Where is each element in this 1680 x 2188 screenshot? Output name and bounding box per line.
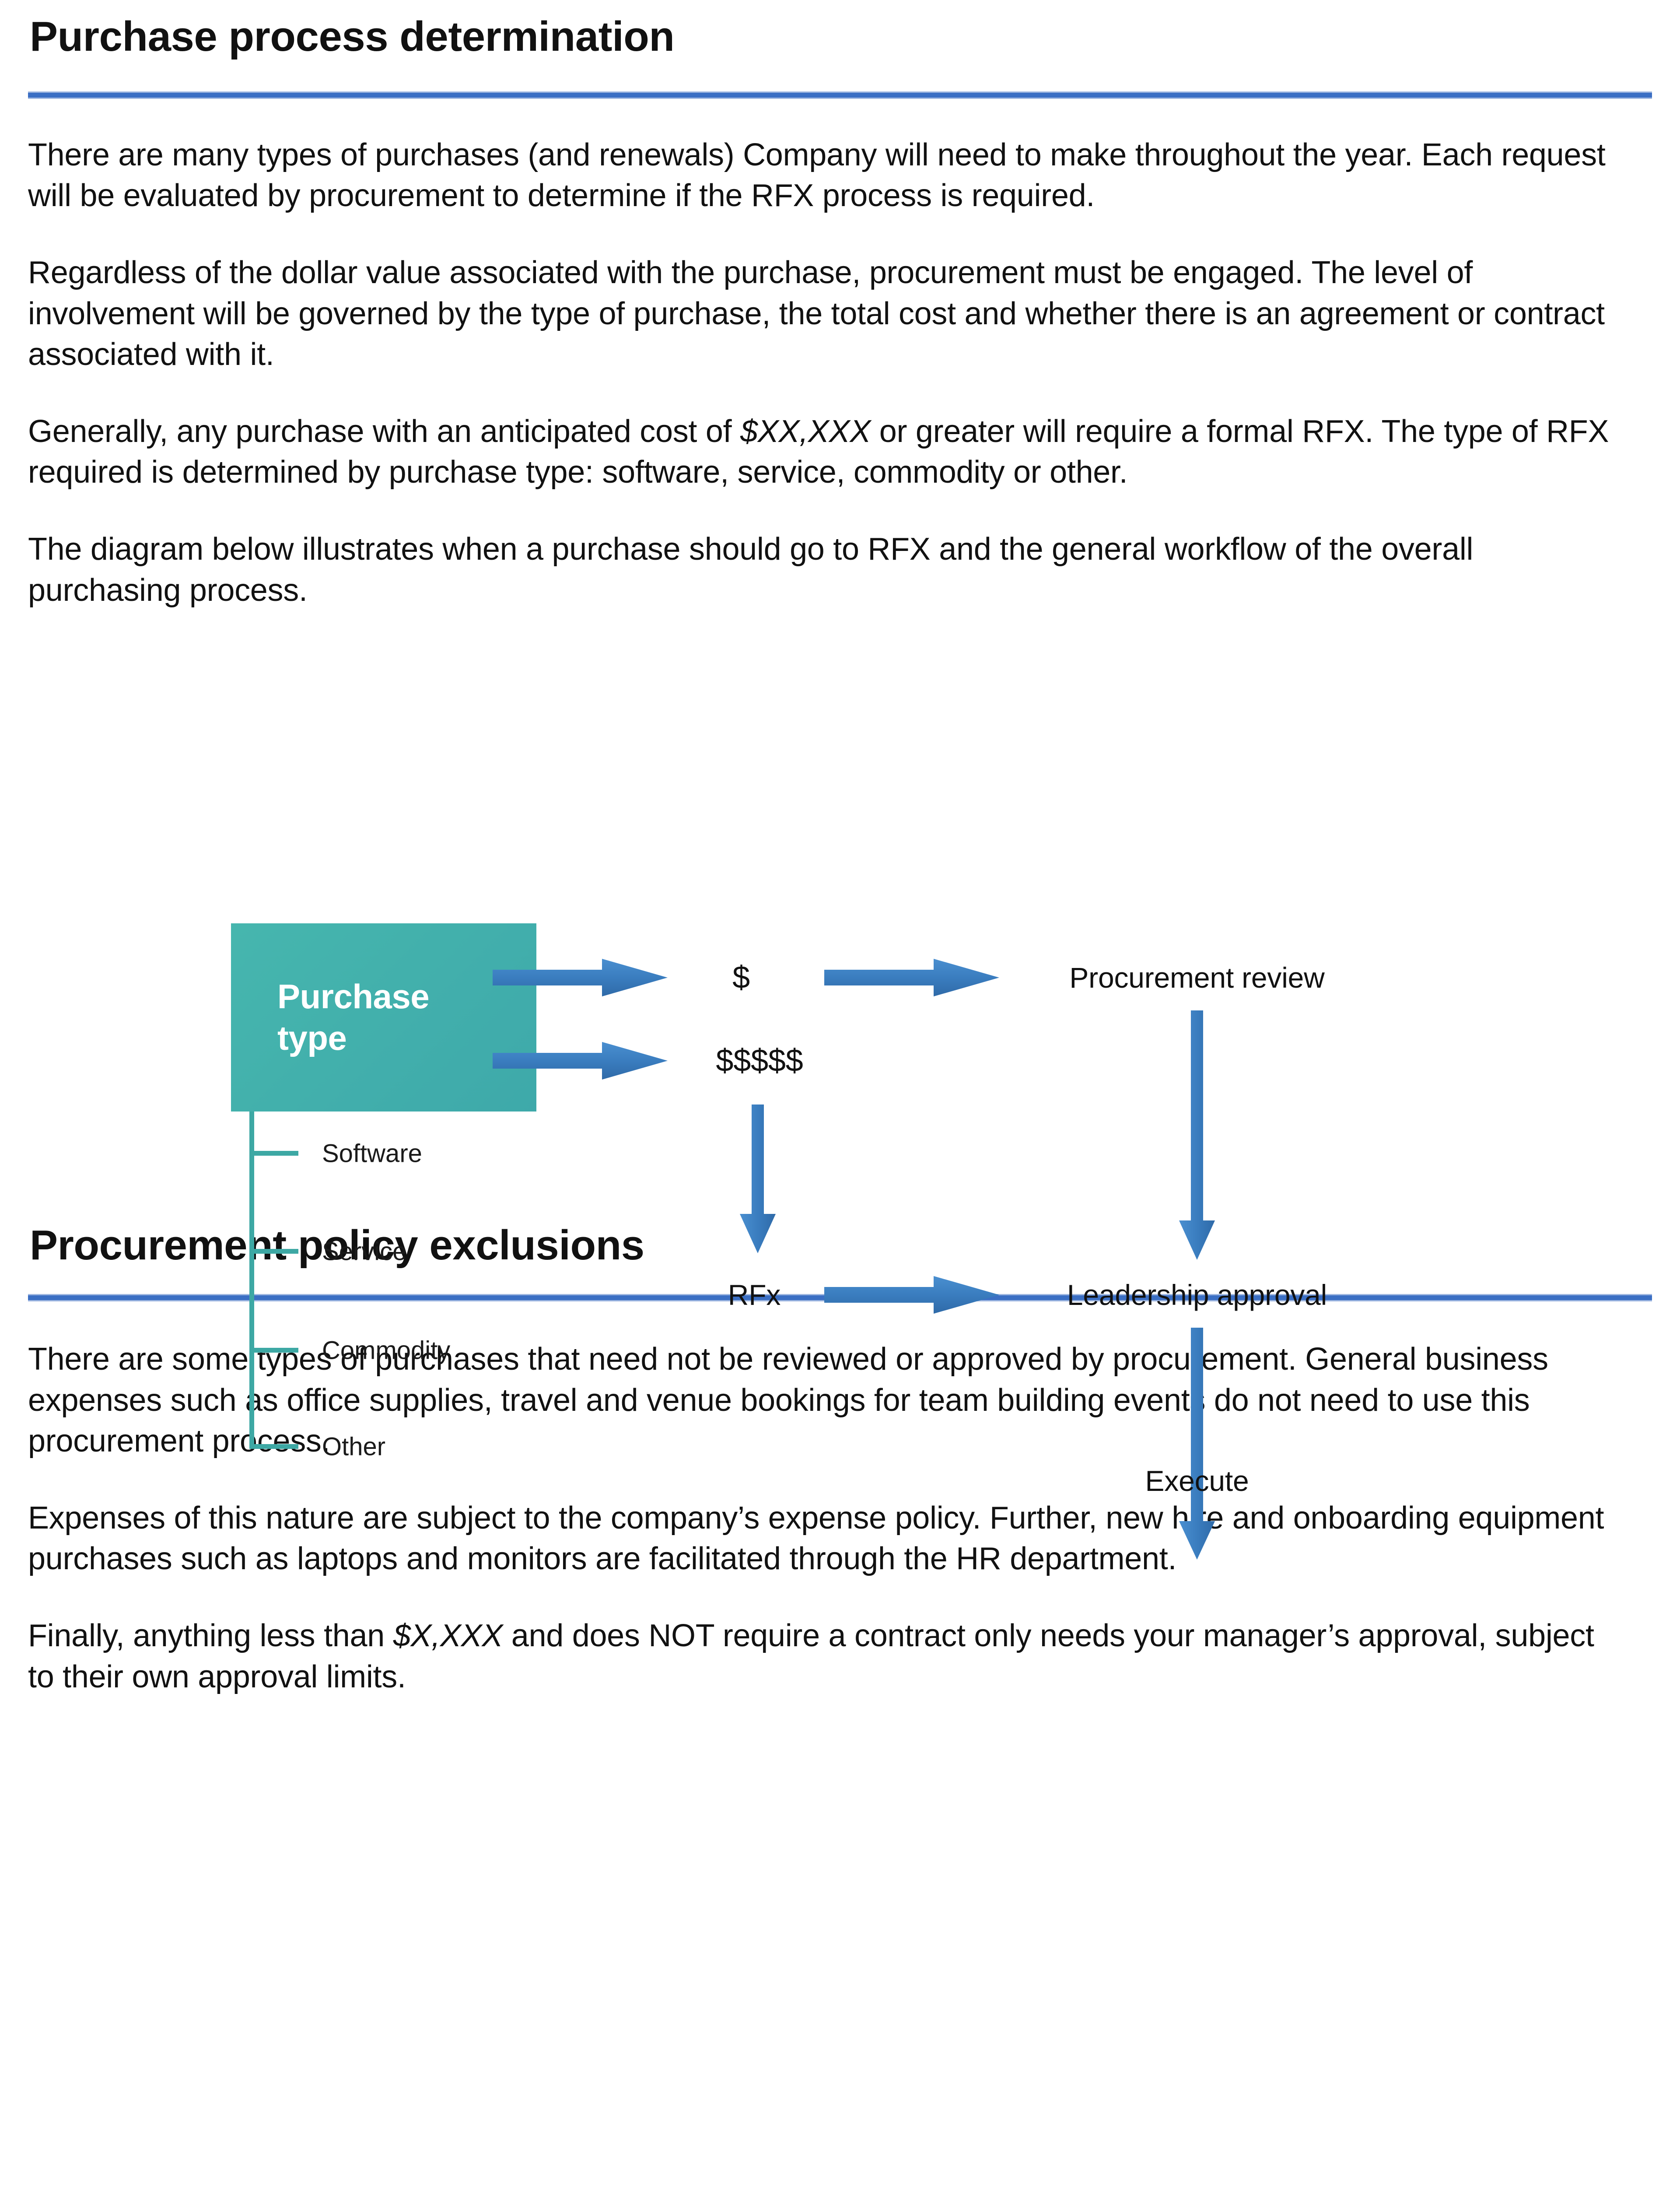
paragraph-run: Regardless of the dollar value associate…: [28, 255, 1605, 372]
section-exclusions-heading-block: Procurement policy exclusions: [28, 1222, 1652, 1301]
paragraph-run: or greater will require a formal RFX. Th…: [28, 414, 1609, 490]
section-title-exclusions: Procurement policy exclusions: [30, 1222, 644, 1269]
paragraph-run: There are some types of purchases that n…: [28, 1341, 1548, 1459]
section-purchase-process-heading-block: Purchase process determination: [28, 0, 1652, 99]
paragraph-run: Finally, anything less than: [28, 1618, 393, 1653]
paragraph-dollar-value: Regardless of the dollar value associate…: [28, 252, 1620, 375]
paragraph-run: There are many types of purchases (and r…: [28, 137, 1606, 214]
paragraph-exclusions-general: There are some types of purchases that n…: [28, 1339, 1620, 1462]
threshold-amount-x: $X,XXX: [393, 1618, 503, 1653]
paragraph-purchase-types: There are many types of purchases (and r…: [28, 135, 1620, 217]
diagram-spacer: [28, 611, 1652, 1224]
paragraph-run: and does NOT require a contract only nee…: [28, 1618, 1594, 1694]
paragraph-expense-policy: Expenses of this nature are subject to t…: [28, 1498, 1620, 1580]
paragraph-run: The diagram below illustrates when a pur…: [28, 531, 1474, 608]
page-title: Purchase process determination: [30, 13, 675, 60]
paragraph-diagram-intro: The diagram below illustrates when a pur…: [28, 529, 1620, 611]
section-exclusions-body: There are some types of purchases that n…: [28, 1301, 1652, 1697]
threshold-amount-xx: $XX,XXX: [740, 414, 871, 449]
paragraph-run: Expenses of this nature are subject to t…: [28, 1500, 1604, 1577]
heading-divider-rule: [28, 91, 1652, 99]
heading-divider-rule-exclusions: [28, 1294, 1652, 1301]
paragraph-manager-approval: Finally, anything less than $X,XXX and d…: [28, 1616, 1620, 1697]
section-purchase-process-body: There are many types of purchases (and r…: [28, 99, 1652, 611]
paragraph-rfx-threshold: Generally, any purchase with an anticipa…: [28, 411, 1620, 493]
paragraph-run: Generally, any purchase with an anticipa…: [28, 414, 740, 449]
